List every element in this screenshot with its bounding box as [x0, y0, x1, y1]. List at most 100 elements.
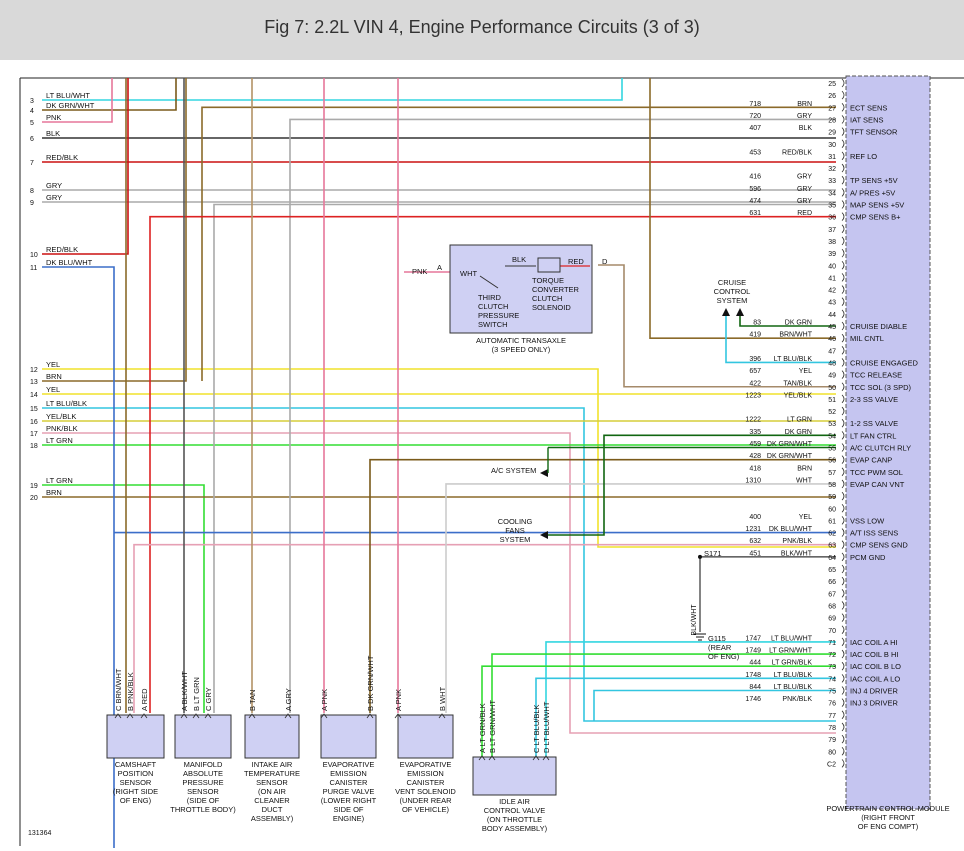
component-label: CANISTER — [407, 778, 446, 787]
pcm-wire-color: YEL/BLK — [784, 392, 813, 399]
pcm-pin-function: CRUISE ENGAGED — [850, 358, 919, 367]
pcm-pin-terminal — [841, 297, 845, 306]
pcm-circuit-number: 428 — [749, 453, 761, 460]
pcm-pin-terminal — [841, 212, 845, 221]
left-connector-pin-number: 17 — [30, 431, 38, 438]
left-connector-wire-label: LT GRN — [46, 436, 73, 445]
pcm-pin-number: 56 — [828, 458, 836, 465]
component-label: SIDE OF — [333, 805, 363, 814]
pcm-circuit-number: 83 — [753, 320, 761, 327]
pcm-pin-function: LT FAN CTRL — [850, 431, 896, 440]
pcm-pin-number: 58 — [828, 482, 836, 489]
pcm-circuit-number: 396 — [749, 356, 761, 363]
pcm-circuit-number: 657 — [749, 368, 761, 375]
wire-layer — [42, 78, 836, 848]
pcm-wire-color: LT GRN/WHT — [769, 648, 813, 655]
pcm-pin-number: 35 — [828, 203, 836, 210]
pcm-pin-terminal — [841, 151, 845, 161]
left-connector-wire-label: LT BLU/WHT — [46, 91, 90, 100]
pcm-pin-function: IAT SENS — [850, 115, 883, 124]
pcm-circuit-number: 418 — [749, 465, 761, 472]
pcm-pin-number: 59 — [828, 494, 836, 501]
pcm-wire-color: DK GRN — [785, 320, 812, 327]
pcm-circuit-number: 422 — [749, 380, 761, 387]
left-connector-wire-label: DK GRN/WHT — [46, 101, 95, 110]
ground-icon — [694, 633, 706, 641]
transaxle-solenoid-label: CONVERTER — [532, 285, 580, 294]
pcm-pin-function: CMP SENS GND — [850, 541, 908, 550]
component-pin-terminal — [438, 713, 446, 719]
wire-iac-ahi — [545, 641, 836, 760]
left-connector-pin-number: 13 — [30, 379, 38, 386]
transaxle-switch-wire: WHT — [460, 269, 477, 278]
pcm-pin-function: PCM GND — [850, 553, 886, 562]
pcm-pin-number: 61 — [828, 518, 836, 525]
component-label: SENSOR — [120, 778, 152, 787]
component-box — [174, 714, 232, 759]
pcm-pin-number: 73 — [828, 664, 836, 671]
component-box — [244, 714, 300, 759]
pcm-circuit-number: 416 — [749, 174, 761, 181]
pcm-circuit-number: 1746 — [745, 696, 761, 703]
pcm-wire-color: LT GRN/BLK — [772, 660, 813, 667]
component-pin-label: B DK GRN/WHT — [366, 655, 375, 711]
left-connector-pin-number: 10 — [30, 252, 38, 259]
component-label: CAMSHAFT — [115, 760, 157, 769]
wire-vent-b — [445, 483, 836, 713]
pcm-pin-number: 29 — [828, 130, 836, 137]
pcm-pin-function: INJ 3 DRIVER — [850, 699, 899, 708]
pcm-pin-terminal — [841, 540, 845, 549]
left-connector-pin-number: 6 — [30, 136, 34, 143]
pcm-pin-function: IAC COIL B LO — [850, 662, 901, 671]
pcm-pin-number: 25 — [828, 81, 836, 88]
transaxle-solenoid-label: SOLENOID — [532, 303, 571, 312]
left-connector-pin-number: 9 — [30, 200, 34, 207]
pcm-pin-number: 33 — [828, 178, 836, 185]
component-label: MANIFOLD — [184, 760, 223, 769]
component-label: (LOWER RIGHT — [321, 796, 377, 805]
pcm-wire-color: BRN — [797, 465, 812, 472]
pcm-label: POWERTRAIN CONTROL MODULE — [826, 804, 949, 813]
pcm-wire-color: DK GRN — [785, 429, 812, 436]
wire — [42, 78, 623, 101]
transaxle-blk-wire: BLK — [512, 255, 526, 264]
pcm-pin-number: 53 — [828, 421, 836, 428]
pcm-pin-number: 75 — [828, 689, 836, 696]
wire-inj4 — [593, 689, 836, 721]
pcm-pin-terminal — [841, 321, 845, 331]
component-label: INTAKE AIR — [252, 760, 293, 769]
pcm-pin-terminal — [841, 576, 845, 586]
pcm-pin-number: 44 — [828, 312, 836, 319]
pcm-pin-terminal — [841, 309, 845, 319]
component-label: ENGINE) — [333, 814, 365, 823]
pcm-wire-color: LT BLU/BLK — [774, 672, 813, 679]
ac-arrow — [540, 469, 548, 477]
pcm-pin-number: 77 — [828, 713, 836, 720]
pcm-pin-terminal — [841, 394, 845, 404]
pcm-wire-color: BLK — [799, 125, 813, 132]
pcm-wire-color: DK GRN/WHT — [767, 453, 813, 460]
pcm-pin-terminal — [841, 127, 845, 136]
ground-label: (REAR — [708, 643, 732, 652]
pcm-pin-number: 34 — [828, 190, 836, 197]
pcm-pin-function: TP SENS +5V — [850, 176, 898, 185]
component-box — [106, 714, 165, 759]
pcm-pin-number: 28 — [828, 117, 836, 124]
left-connector-wire-label: PNK/BLK — [46, 424, 78, 433]
pcm-circuit-number: 335 — [749, 429, 761, 436]
pcm-pin-terminal — [841, 285, 845, 294]
pcm-pin-function: TCC PWM SOL — [850, 468, 903, 477]
pcm-circuit-number: 1747 — [745, 635, 761, 642]
pcm-circuit-number: 419 — [749, 332, 761, 339]
left-connector-wire-label: RED/BLK — [46, 153, 78, 162]
pcm-pin-function: TCC SOL (3 SPD) — [850, 383, 911, 392]
pcm-pin-number: 31 — [828, 154, 836, 161]
component-label: (UNDER REAR — [399, 796, 452, 805]
left-connector-wire-label: BRN — [46, 488, 62, 497]
pcm-circuit-number: 400 — [749, 514, 761, 521]
pcm-pin-function: 1-2 SS VALVE — [850, 419, 898, 428]
pcm-pin-terminal — [841, 734, 845, 744]
pcm-pin-function: A/T ISS SENS — [850, 529, 898, 538]
